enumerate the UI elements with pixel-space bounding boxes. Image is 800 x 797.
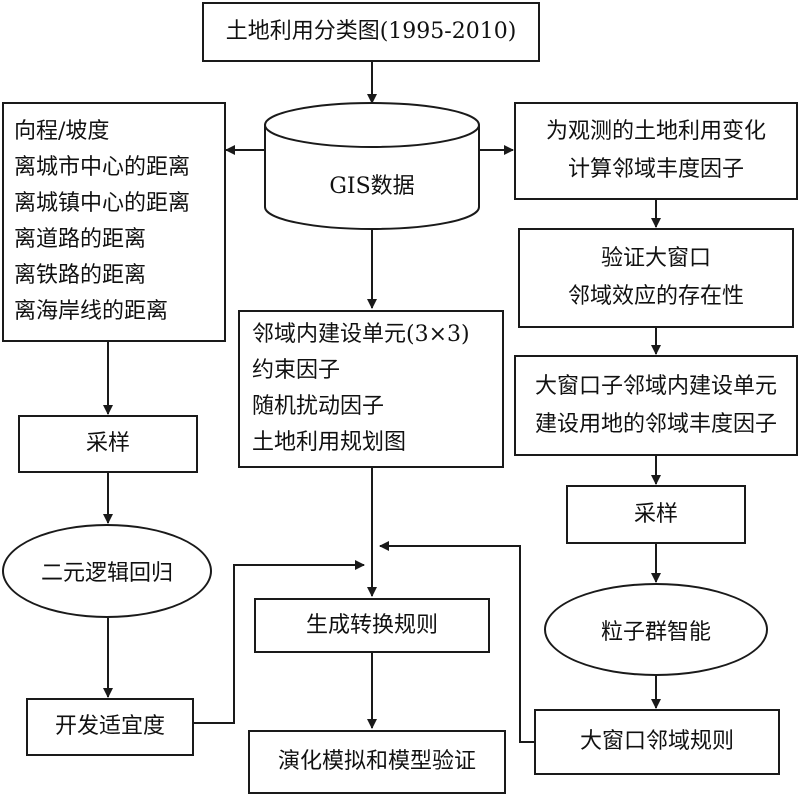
verify-line: 验证大窗口 [600, 246, 711, 271]
neighborhood-line: 土地利用规划图 [252, 430, 407, 455]
land-use-map-label: 土地利用分类图(1995-2010) [225, 19, 517, 44]
large-window-units-box: 大窗口子邻域内建设单元 建设用地的邻域丰度因子 [514, 355, 798, 456]
neighborhood-line: 随机扰动因子 [252, 394, 385, 419]
simulation-box: 演化模拟和模型验证 [248, 730, 506, 794]
compute-line: 为观测的土地利用变化 [545, 119, 766, 144]
arrow-suitability-to-rules [194, 560, 365, 724]
neighborhood-units-box: 邻域内建设单元(3×3) 约束因子 随机扰动因子 土地利用规划图 [238, 310, 504, 468]
land-use-map-box: 土地利用分类图(1995-2010) [202, 2, 540, 62]
factor-line: 离城市中心的距离 [14, 155, 191, 180]
logistic-regression-ellipse: 二元逻辑回归 [2, 524, 212, 618]
factor-line: 离城镇中心的距离 [14, 191, 191, 216]
neighborhood-line: 约束因子 [252, 358, 341, 383]
neighborhood-line: 邻域内建设单元(3×3) [252, 322, 470, 347]
transition-rules-box: 生成转换规则 [254, 598, 490, 653]
gis-data-label: GIS数据 [329, 174, 415, 199]
gis-cylinder-shape [264, 102, 480, 230]
arrow-window-rules-to-rules [379, 541, 534, 743]
pso-ellipse: 粒子群智能 [544, 583, 768, 676]
verify-window-box: 验证大窗口 邻域效应的存在性 [518, 228, 794, 328]
large-window-rules-box: 大窗口邻域规则 [534, 709, 780, 775]
sampling-left-label: 采样 [85, 431, 130, 456]
factors-box: 向程/坡度 离城市中心的距离 离城镇中心的距离 离道路的距离 离铁路的距离 离海… [2, 102, 226, 342]
factor-line: 离海岸线的距离 [14, 299, 169, 324]
sampling-right-label: 采样 [633, 501, 678, 527]
factor-line: 离道路的距离 [14, 227, 147, 252]
sampling-left-box: 采样 [18, 415, 198, 473]
factor-line: 离铁路的距离 [14, 263, 147, 288]
factor-line: 向程/坡度 [14, 119, 110, 144]
window-units-line: 大窗口子邻域内建设单元 [534, 373, 777, 399]
verify-line: 邻域效应的存在性 [567, 284, 744, 309]
transition-rules-label: 生成转换规则 [305, 612, 438, 638]
suitability-label: 开发适宜度 [54, 714, 165, 739]
logistic-label: 二元逻辑回归 [40, 561, 173, 586]
sampling-right-box: 采样 [566, 485, 746, 544]
compute-line: 计算邻域丰度因子 [567, 157, 744, 182]
pso-label: 粒子群智能 [600, 619, 711, 645]
suitability-box: 开发适宜度 [26, 698, 194, 756]
compute-neighborhood-box: 为观测的土地利用变化 计算邻域丰度因子 [514, 102, 798, 200]
window-units-line: 建设用地的邻域丰度因子 [534, 411, 777, 437]
window-rules-label: 大窗口邻域规则 [579, 729, 734, 754]
simulation-label: 演化模拟和模型验证 [277, 749, 476, 774]
